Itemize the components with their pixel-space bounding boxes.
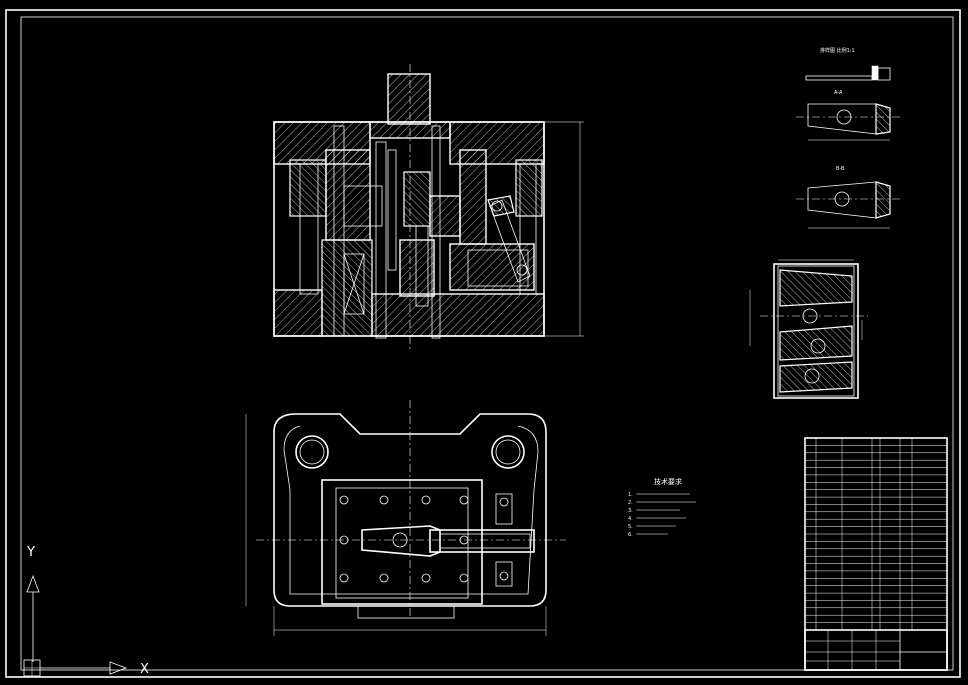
svg-text:5.: 5.: [628, 524, 633, 530]
svg-text:3.: 3.: [628, 508, 633, 514]
drawing-outer-frame: [5, 9, 961, 678]
part-detail-views[interactable]: 排样图 比例1:1 A-A B-B: [749, 47, 900, 399]
front-section-view[interactable]: [273, 64, 584, 352]
strip-layout-title: 排样图 比例1:1: [820, 47, 855, 54]
technical-notes: 技术要求 1. 2. 3. 4. 5. 6.: [628, 477, 696, 538]
drawing-inner-frame: [20, 16, 954, 671]
svg-text:B-B: B-B: [836, 166, 845, 172]
ucs-axis-icon: Y X: [23, 545, 149, 677]
plan-view[interactable]: [245, 400, 566, 636]
svg-text:1.: 1.: [628, 492, 633, 498]
svg-text:4.: 4.: [628, 516, 633, 522]
ucs-x-label: X: [140, 662, 149, 677]
ucs-y-label: Y: [26, 545, 35, 560]
svg-text:A-A: A-A: [834, 90, 843, 96]
svg-text:2.: 2.: [628, 500, 633, 506]
notes-title: 技术要求: [654, 477, 682, 486]
svg-text:6.: 6.: [628, 532, 633, 538]
bill-of-materials[interactable]: [804, 437, 948, 671]
